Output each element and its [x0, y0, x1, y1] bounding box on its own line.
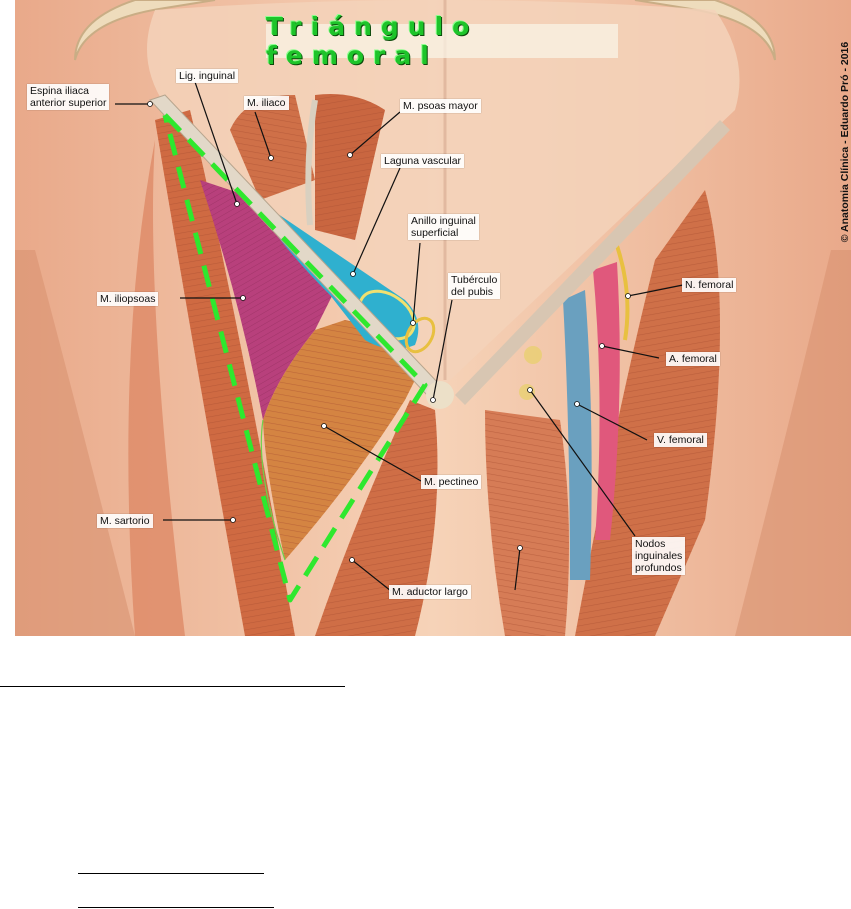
tensor-fascia	[128, 140, 185, 636]
left-thigh-shadow	[15, 250, 135, 636]
divider-line-3	[78, 907, 274, 908]
copyright-text: © Anatomia Clínica - Eduardo Pró - 2016	[839, 41, 851, 243]
label-anillo-inguinal: Anillo inguinal superficial	[408, 214, 479, 240]
iliac-crest-right	[634, 0, 776, 61]
adductor-longus-fibers	[315, 400, 438, 636]
lymph-node-1	[524, 346, 542, 364]
label-m-iliopsoas: M. iliopsoas	[97, 292, 159, 306]
femoral-nerve-upper	[305, 99, 318, 226]
iliopsoas-fibers	[200, 180, 335, 420]
psoas-upper-fibers	[315, 94, 385, 240]
superficial-inguinal-ring	[404, 316, 436, 354]
label-m-iliaco: M. iliaco	[244, 96, 289, 110]
right-thigh-shadow	[735, 250, 851, 636]
label-tuberculo-pubis: Tubérculo del pubis	[448, 273, 501, 299]
divider-line-1	[0, 686, 345, 687]
pubic-tubercle	[426, 381, 454, 409]
sartorius-fibers	[155, 110, 295, 636]
femoral-nerve	[613, 239, 630, 341]
leader-dots	[147, 101, 631, 563]
leader-lines	[115, 81, 684, 592]
right-inguinal-ligament	[455, 120, 730, 405]
label-v-femoral: V. femoral	[654, 433, 707, 447]
lymph-node-2	[519, 384, 535, 400]
iliac-crest-left	[74, 0, 216, 61]
pectineus-fibers	[263, 320, 415, 560]
figure-title: Triángulo femoral	[266, 12, 479, 70]
right-adductor-fibers	[485, 410, 569, 636]
label-lig-inguinal: Lig. inguinal	[176, 69, 239, 83]
label-espina-iliaca: Espina iliaca anterior superior	[27, 84, 110, 110]
label-m-psoas: M. psoas mayor	[400, 99, 481, 113]
label-m-aductor: M. aductor largo	[389, 585, 471, 599]
iliacus-upper-fibers	[230, 95, 315, 200]
femoral-triangle-outline	[162, 113, 428, 603]
label-laguna-vascular: Laguna vascular	[381, 154, 465, 168]
title-banner: Triángulo femoral	[266, 12, 618, 70]
label-n-femoral: N. femoral	[682, 278, 737, 292]
label-a-femoral: A. femoral	[666, 352, 720, 366]
label-m-pectineo: M. pectineo	[421, 475, 482, 489]
copyright-notice: © Anatomia Clínica - Eduardo Pró - 2016	[839, 22, 851, 262]
label-nodos-inguinales: Nodos inguinales profundos	[632, 537, 686, 575]
femoral-vein	[563, 290, 592, 580]
anatomy-illustration	[15, 0, 851, 636]
label-m-sartorio: M. sartorio	[97, 514, 153, 528]
pectineus-outline	[260, 419, 286, 561]
divider-line-2	[78, 873, 264, 874]
femoral-artery	[593, 262, 620, 540]
